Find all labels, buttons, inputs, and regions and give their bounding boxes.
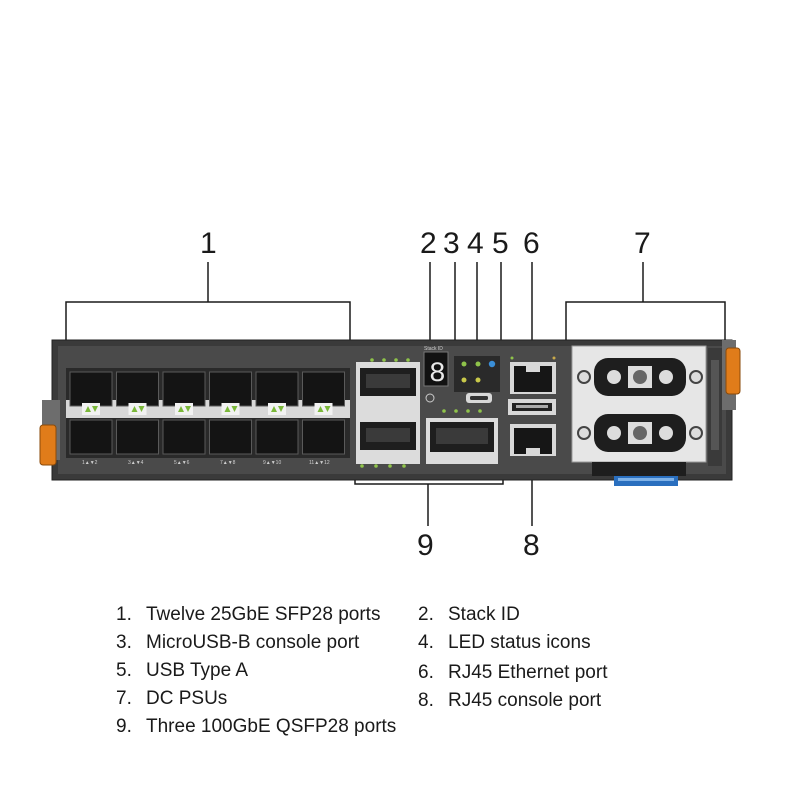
led-status-icons xyxy=(454,356,500,392)
sfp28-link-arrow-icon xyxy=(224,406,231,412)
rj45-console-port[interactable] xyxy=(510,424,556,456)
sfp28-port-8[interactable] xyxy=(209,419,252,455)
callout-8: 8 xyxy=(523,529,540,560)
sfp-port-label-3: 5▲▼6 xyxy=(174,460,190,466)
console-icon xyxy=(425,393,435,403)
sfp28-link-arrow-icon xyxy=(324,406,331,412)
callout-2: 2 xyxy=(420,227,437,260)
callout-5: 5 xyxy=(492,227,509,260)
dc-psu-2[interactable] xyxy=(577,414,703,452)
legend-text: RJ45 console port xyxy=(448,690,602,711)
legend-item-5: 5. USB Type A xyxy=(116,661,248,680)
legend-number: 4. xyxy=(418,632,434,653)
legend-number: 9. xyxy=(116,716,132,737)
sfp28-port-10[interactable] xyxy=(255,419,299,455)
led-temp-icon xyxy=(475,377,481,383)
sfp28-link-arrow-icon xyxy=(138,406,145,412)
legend-number: 5. xyxy=(116,660,132,681)
legend-item-4: 4. LED status icons xyxy=(418,633,591,652)
legend-number: 3. xyxy=(116,632,132,653)
sfp28-port-indicator xyxy=(221,403,240,415)
legend-text: Stack ID xyxy=(448,604,520,625)
legend-number: 7. xyxy=(116,688,132,709)
legend-item-7: 7. DC PSUs xyxy=(116,689,227,708)
stack-id-display: Stack ID 8 xyxy=(423,346,449,390)
sfp28-port-7[interactable] xyxy=(209,371,252,407)
callout-1: 1 xyxy=(200,227,217,260)
sfp28-ports xyxy=(69,371,345,455)
legend-item-6: 6. RJ45 Ethernet port xyxy=(418,663,607,682)
sfp28-port-1[interactable] xyxy=(69,371,113,407)
sfp28-link-arrow-icon xyxy=(185,406,191,412)
legend-item-2: 2. Stack ID xyxy=(418,605,520,624)
legend-text: USB Type A xyxy=(146,660,249,681)
led-health-icon xyxy=(475,361,481,367)
sfp28-port-11[interactable] xyxy=(302,371,345,407)
sfp28-port-indicator xyxy=(82,403,100,415)
sfp28-link-arrow-icon xyxy=(271,406,277,412)
legend-text: Twelve 25GbE SFP28 ports xyxy=(146,604,381,625)
dc-psu-1[interactable] xyxy=(577,358,703,396)
sfp-port-label-4: 7▲▼8 xyxy=(220,460,236,466)
sfp28-link-arrow-icon xyxy=(278,406,284,412)
callout-9: 9 xyxy=(417,529,434,560)
sfp-port-label-6: 11▲▼12 xyxy=(309,460,330,466)
sfp28-port-indicator xyxy=(314,403,333,415)
usb-type-a-port[interactable] xyxy=(508,399,556,415)
sfp28-port-3[interactable] xyxy=(116,371,159,407)
right-release-tab[interactable] xyxy=(722,340,741,410)
sfp28-port-4[interactable] xyxy=(116,419,159,455)
psu-label-strip xyxy=(708,348,722,466)
sfp28-link-arrow-icon xyxy=(92,406,98,412)
rj45-ethernet-port[interactable] xyxy=(510,356,556,395)
legend-text: RJ45 Ethernet port xyxy=(448,662,608,683)
callout-7: 7 xyxy=(634,227,651,260)
sfp28-port-6[interactable] xyxy=(162,419,206,455)
legend-item-8: 8. RJ45 console port xyxy=(418,691,601,710)
legend-number: 2. xyxy=(418,604,434,625)
legend-number: 6. xyxy=(418,662,434,683)
led-fan-icon xyxy=(461,377,467,383)
dc-psus xyxy=(571,345,722,466)
switch-front-panel-diagram: 1 2 3 4 5 6 7 8 9 1▲▼2 xyxy=(39,227,741,560)
stack-id-label: Stack ID xyxy=(424,346,443,352)
microusb-console-port[interactable] xyxy=(425,393,492,403)
qsfp28-ports xyxy=(356,358,498,468)
callout-4: 4 xyxy=(467,227,484,260)
sfp28-port-labels: 1▲▼2 3▲▼4 5▲▼6 7▲▼8 9▲▼10 11▲▼12 xyxy=(82,460,330,466)
sfp28-port-5[interactable] xyxy=(162,371,206,407)
sfp28-link-arrow-icon xyxy=(178,406,184,412)
callout-3: 3 xyxy=(443,227,460,260)
sfp28-port-indicator xyxy=(175,403,193,415)
sfp28-port-9[interactable] xyxy=(255,371,299,407)
legend-item-9: 9. Three 100GbE QSFP28 ports xyxy=(116,717,396,736)
sfp-port-label-5: 9▲▼10 xyxy=(263,460,281,466)
sfp28-port-indicator xyxy=(268,403,286,415)
legend-number: 1. xyxy=(116,604,132,625)
sfp28-port-12[interactable] xyxy=(302,419,345,455)
led-power-icon xyxy=(461,361,467,367)
legend-text: LED status icons xyxy=(448,632,591,653)
sfp28-port-indicator xyxy=(128,403,147,415)
sfp28-link-arrow-icon xyxy=(131,406,138,412)
sfp28-link-arrow-icon xyxy=(231,406,238,412)
psu-handle[interactable] xyxy=(592,462,686,486)
sfp28-link-arrow-icon xyxy=(85,406,91,412)
legend-number: 8. xyxy=(418,690,434,711)
sfp-port-label-1: 1▲▼2 xyxy=(82,460,98,466)
legend-text: MicroUSB-B console port xyxy=(146,632,360,653)
legend-item-3: 3. MicroUSB-B console port xyxy=(116,633,359,652)
legend-item-1: 1. Twelve 25GbE SFP28 ports xyxy=(116,605,380,624)
led-locator-icon xyxy=(488,360,496,368)
left-release-tab[interactable] xyxy=(39,400,60,466)
sfp28-port-2[interactable] xyxy=(69,419,113,455)
legend-text: Three 100GbE QSFP28 ports xyxy=(146,716,397,737)
sfp28-link-arrow-icon xyxy=(317,406,324,412)
legend-text: DC PSUs xyxy=(146,688,228,709)
callout-6: 6 xyxy=(523,227,540,260)
sfp-port-label-2: 3▲▼4 xyxy=(128,460,144,466)
stack-id-digit: 8 xyxy=(429,359,446,390)
